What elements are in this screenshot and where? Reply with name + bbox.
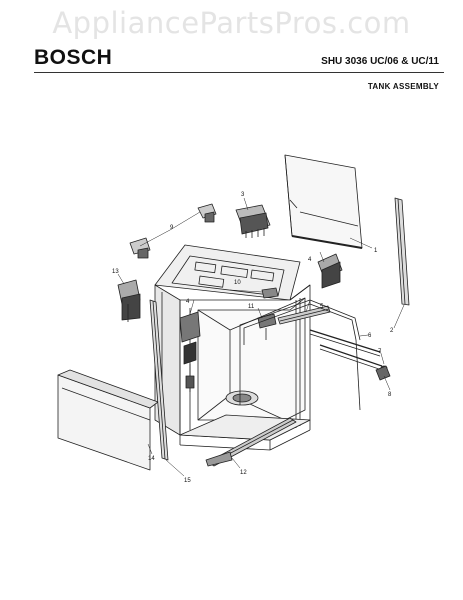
site-watermark: AppliancePartsPros.com xyxy=(52,6,411,40)
callout-5: 5 xyxy=(320,304,324,310)
callout-10: 10 xyxy=(234,280,241,286)
part-10-top-clip xyxy=(261,287,279,299)
callout-15: 15 xyxy=(184,478,191,484)
section-title: TANK ASSEMBLY xyxy=(367,82,439,91)
callout-13: 13 xyxy=(112,269,119,275)
part-3-upper-bracket xyxy=(235,204,271,238)
callout-3: 3 xyxy=(241,192,245,198)
part-15-side-strip xyxy=(149,299,169,461)
part-9-small-brackets xyxy=(129,203,217,259)
callout-9: 9 xyxy=(170,225,174,231)
part-7-tube xyxy=(319,344,388,371)
callout-4-left: 4 xyxy=(186,299,190,305)
callout-6: 6 xyxy=(368,333,372,339)
part-4-right-bracket xyxy=(317,253,343,289)
header-rule xyxy=(34,72,444,73)
tank-body xyxy=(154,244,311,451)
callout-14: 14 xyxy=(148,456,155,462)
part-13-left-bracket xyxy=(117,279,141,322)
callout-2: 2 xyxy=(390,328,394,334)
leader-lines xyxy=(117,197,405,477)
callout-12: 12 xyxy=(240,470,247,476)
callout-1: 1 xyxy=(374,248,378,254)
part-4-left-bracket xyxy=(179,311,201,392)
part-11-mid-clip xyxy=(257,313,277,340)
callout-11: 11 xyxy=(248,304,255,310)
callout-8: 8 xyxy=(388,392,392,398)
callout-7: 7 xyxy=(378,349,382,355)
part-1-back-panel xyxy=(284,154,363,249)
callout-4-right: 4 xyxy=(308,257,312,263)
brand-logo: BOSCH xyxy=(34,46,113,69)
part-12-bottom-rail xyxy=(205,417,297,467)
part-14-kick-panel xyxy=(57,369,159,471)
model-number: SHU 3036 UC/06 & UC/11 xyxy=(321,56,439,67)
part-6-tube xyxy=(309,329,381,357)
part-8-fitting xyxy=(375,365,391,381)
part-2-side-strip xyxy=(394,197,410,306)
